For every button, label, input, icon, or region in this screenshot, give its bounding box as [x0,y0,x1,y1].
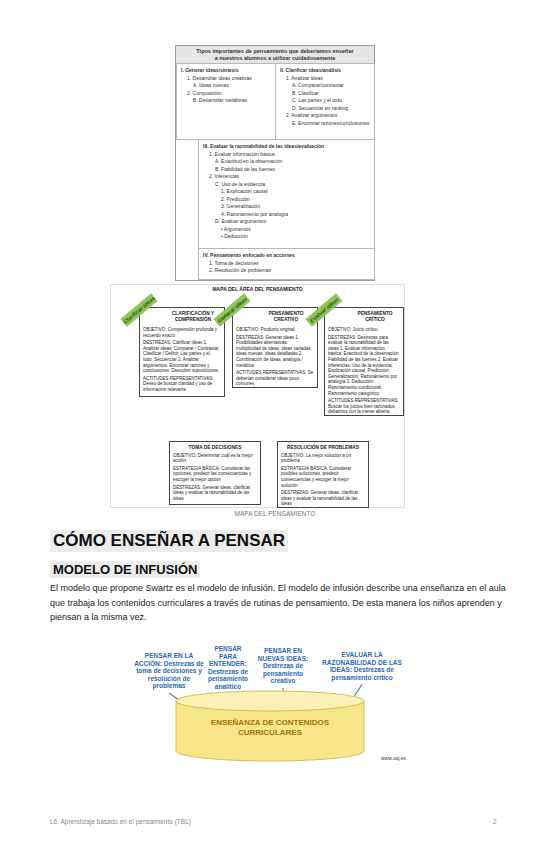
outline-item: 1. Toma de decisiones [203,260,370,268]
thinking-type-label: PENSAR PARA ENTENDER: Destrezas de pensa… [205,645,251,691]
outline-item: D. Secuenciar en ranking [280,105,370,113]
box-heading: RESOLUCIÓN DE PROBLEMAS [281,445,365,451]
box-heading: TOMA DE DECISIONES [173,445,257,451]
body-paragraph: El modelo que propone Swartz es el model… [50,581,512,625]
map-frame: MAPA DEL ÁREA DEL PENSAMIENTO CLARIFICACI… [110,284,405,508]
footer-text: L6. Aprendizaje basado en el pensamiento… [50,818,191,825]
thinking-type-label: PENSAR EN LA ACCIÓN: Destrezas de toma d… [133,652,205,690]
section-heading: I. Generar ideas/síntesis [181,67,271,75]
box-text: DESTREZAS: Generar ideas, clarificar ide… [173,485,257,502]
box-text: ACTITUDES REPRESENTATIVAS: Se deberían c… [236,370,314,387]
outline-item: 2. Predicción [203,196,370,204]
box-text: ESTRATEGIA BÁSICA: Considerar posibles s… [281,466,365,488]
outline-cell: I. Generar ideas/síntesis1. Desarrollar … [176,63,276,140]
outline-item: B. Desarrollar metáforas [181,97,271,105]
table-heading: Tipos importantes de pensamiento que deb… [176,46,374,64]
box-text: DESTREZAS: Generar ideas, clarificar ide… [281,490,365,507]
thinking-type-label: EVALUAR LA RAZONABILIDAD DE LAS IDEAS: D… [316,651,408,681]
box-text: ESTRATEGIA BÁSICA: Considerar las opcion… [173,466,257,483]
outline-item: • Argumentos [203,226,370,234]
outline-item: A. Exactitud en la observación [203,158,370,166]
box-text: OBJETIVO: Juicio crítico [328,327,400,333]
outline-item: 1. Evaluar información básica [203,151,370,159]
box-text: ACTITUDES REPRESENTATIVAS: Buscar los ju… [328,398,400,415]
outline-item: E. Encontrar razones/conclusiones [280,120,370,128]
box-text: OBJETIVO: Producto original [236,327,314,333]
outline-item: • Deducción [203,233,370,241]
outline-item: A. Comparar/contrastar [280,82,370,90]
outline-item: 1. Desarrollar ideas creativas [181,75,271,83]
outline-item: 2. Analizar argumentos [280,112,370,120]
outline-item: D. Evaluar argumentos [203,218,370,226]
thinking-type-label: PENSAR EN NUEVAS IDEAS: Destrezas de pen… [255,647,311,685]
outline-item: 1. Explicación causal [203,188,370,196]
box-heading: PENSAMIENTO CRÍTICO [328,311,400,325]
thinking-box: TOMA DE DECISIONES OBJETIVO: Determinar c… [169,441,261,505]
box-heading: PENSAMIENTO CREATIVO [236,311,314,325]
outline-table: Tipos importantes de pensamiento que deb… [175,45,375,281]
section-heading: II. Clarificar ideas/análisis [280,67,370,75]
box-text: OBJETIVO: La mejor solución a un problem… [281,453,365,464]
box-text: DESTREZAS: Clarificar ideas 1. Analizar … [143,340,221,374]
outline-cell: III. Evaluar la razonabilidad de las ide… [198,139,375,249]
outline-item: C. Uso de la evidencia [203,181,370,189]
outline-item: A. Ideas nuevas [181,82,271,90]
source-url: www.usj.es [381,755,406,761]
outline-cell: II. Clarificar ideas/análisis1. Analizar… [275,63,375,140]
outline-cell: IV. Pensamiento enfocado en acciones1. T… [198,248,375,280]
box-text: OBJETIVO: Comprensión profunda y recuerd… [143,327,221,338]
section-heading: III. Evaluar la razonabilidad de las ide… [203,143,370,151]
box-heading: CLARIFICACIÓN Y COMPRENSIÓN [143,311,221,325]
section-heading: CÓMO ENSEÑAR A PENSAR [50,530,288,552]
box-text: OBJETIVO: Determinar cuál es la mejor ac… [173,453,257,464]
outline-item: 4. Razonamiento por analogía [203,211,370,219]
content-cylinder: ENSEÑANZA DE CONTENIDOS CURRICULARES [175,690,365,762]
thinking-box: RESOLUCIÓN DE PROBLEMAS OBJETIVO: La mejo… [277,441,369,508]
outline-item: 2. Composición [181,90,271,98]
outline-item: 1. Analizar ideas [280,75,370,83]
outline-item: C. Las partes y el todo [280,97,370,105]
cylinder-text: ENSEÑANZA DE CONTENIDOS CURRICULARES [175,690,365,737]
thinking-box: CLARIFICACIÓN Y COMPRENSIÓN OBJETIVO: Com… [139,307,225,397]
page-number: 2 [493,818,497,825]
box-text: DESTREZAS: Destrezas para evaluar la raz… [328,335,400,397]
subsection-heading: MODELO DE INFUSIÓN [50,561,200,578]
outline-item: 2. Resolución de problemas [203,267,370,275]
outline-item: 3. Generalización [203,203,370,211]
outline-item: B. Fiabilidad de las fuentes [203,166,370,174]
thinking-box: PENSAMIENTO CRÍTICO OBJETIVO: Juicio crít… [324,307,404,416]
figure-caption: MAPA DEL PENSAMIENTO [175,510,375,517]
box-text: DESTREZAS: Generar ideas 1. Posibilidade… [236,335,314,369]
outline-item: B. Clasificar [280,90,370,98]
outline-item: 2. Inferencias [203,173,370,181]
map-title: MAPA DEL ÁREA DEL PENSAMIENTO [111,285,404,293]
box-text: ACTITUDES REPRESENTATIVAS: Deseo de busc… [143,376,221,393]
section-heading: IV. Pensamiento enfocado en acciones [203,252,370,260]
